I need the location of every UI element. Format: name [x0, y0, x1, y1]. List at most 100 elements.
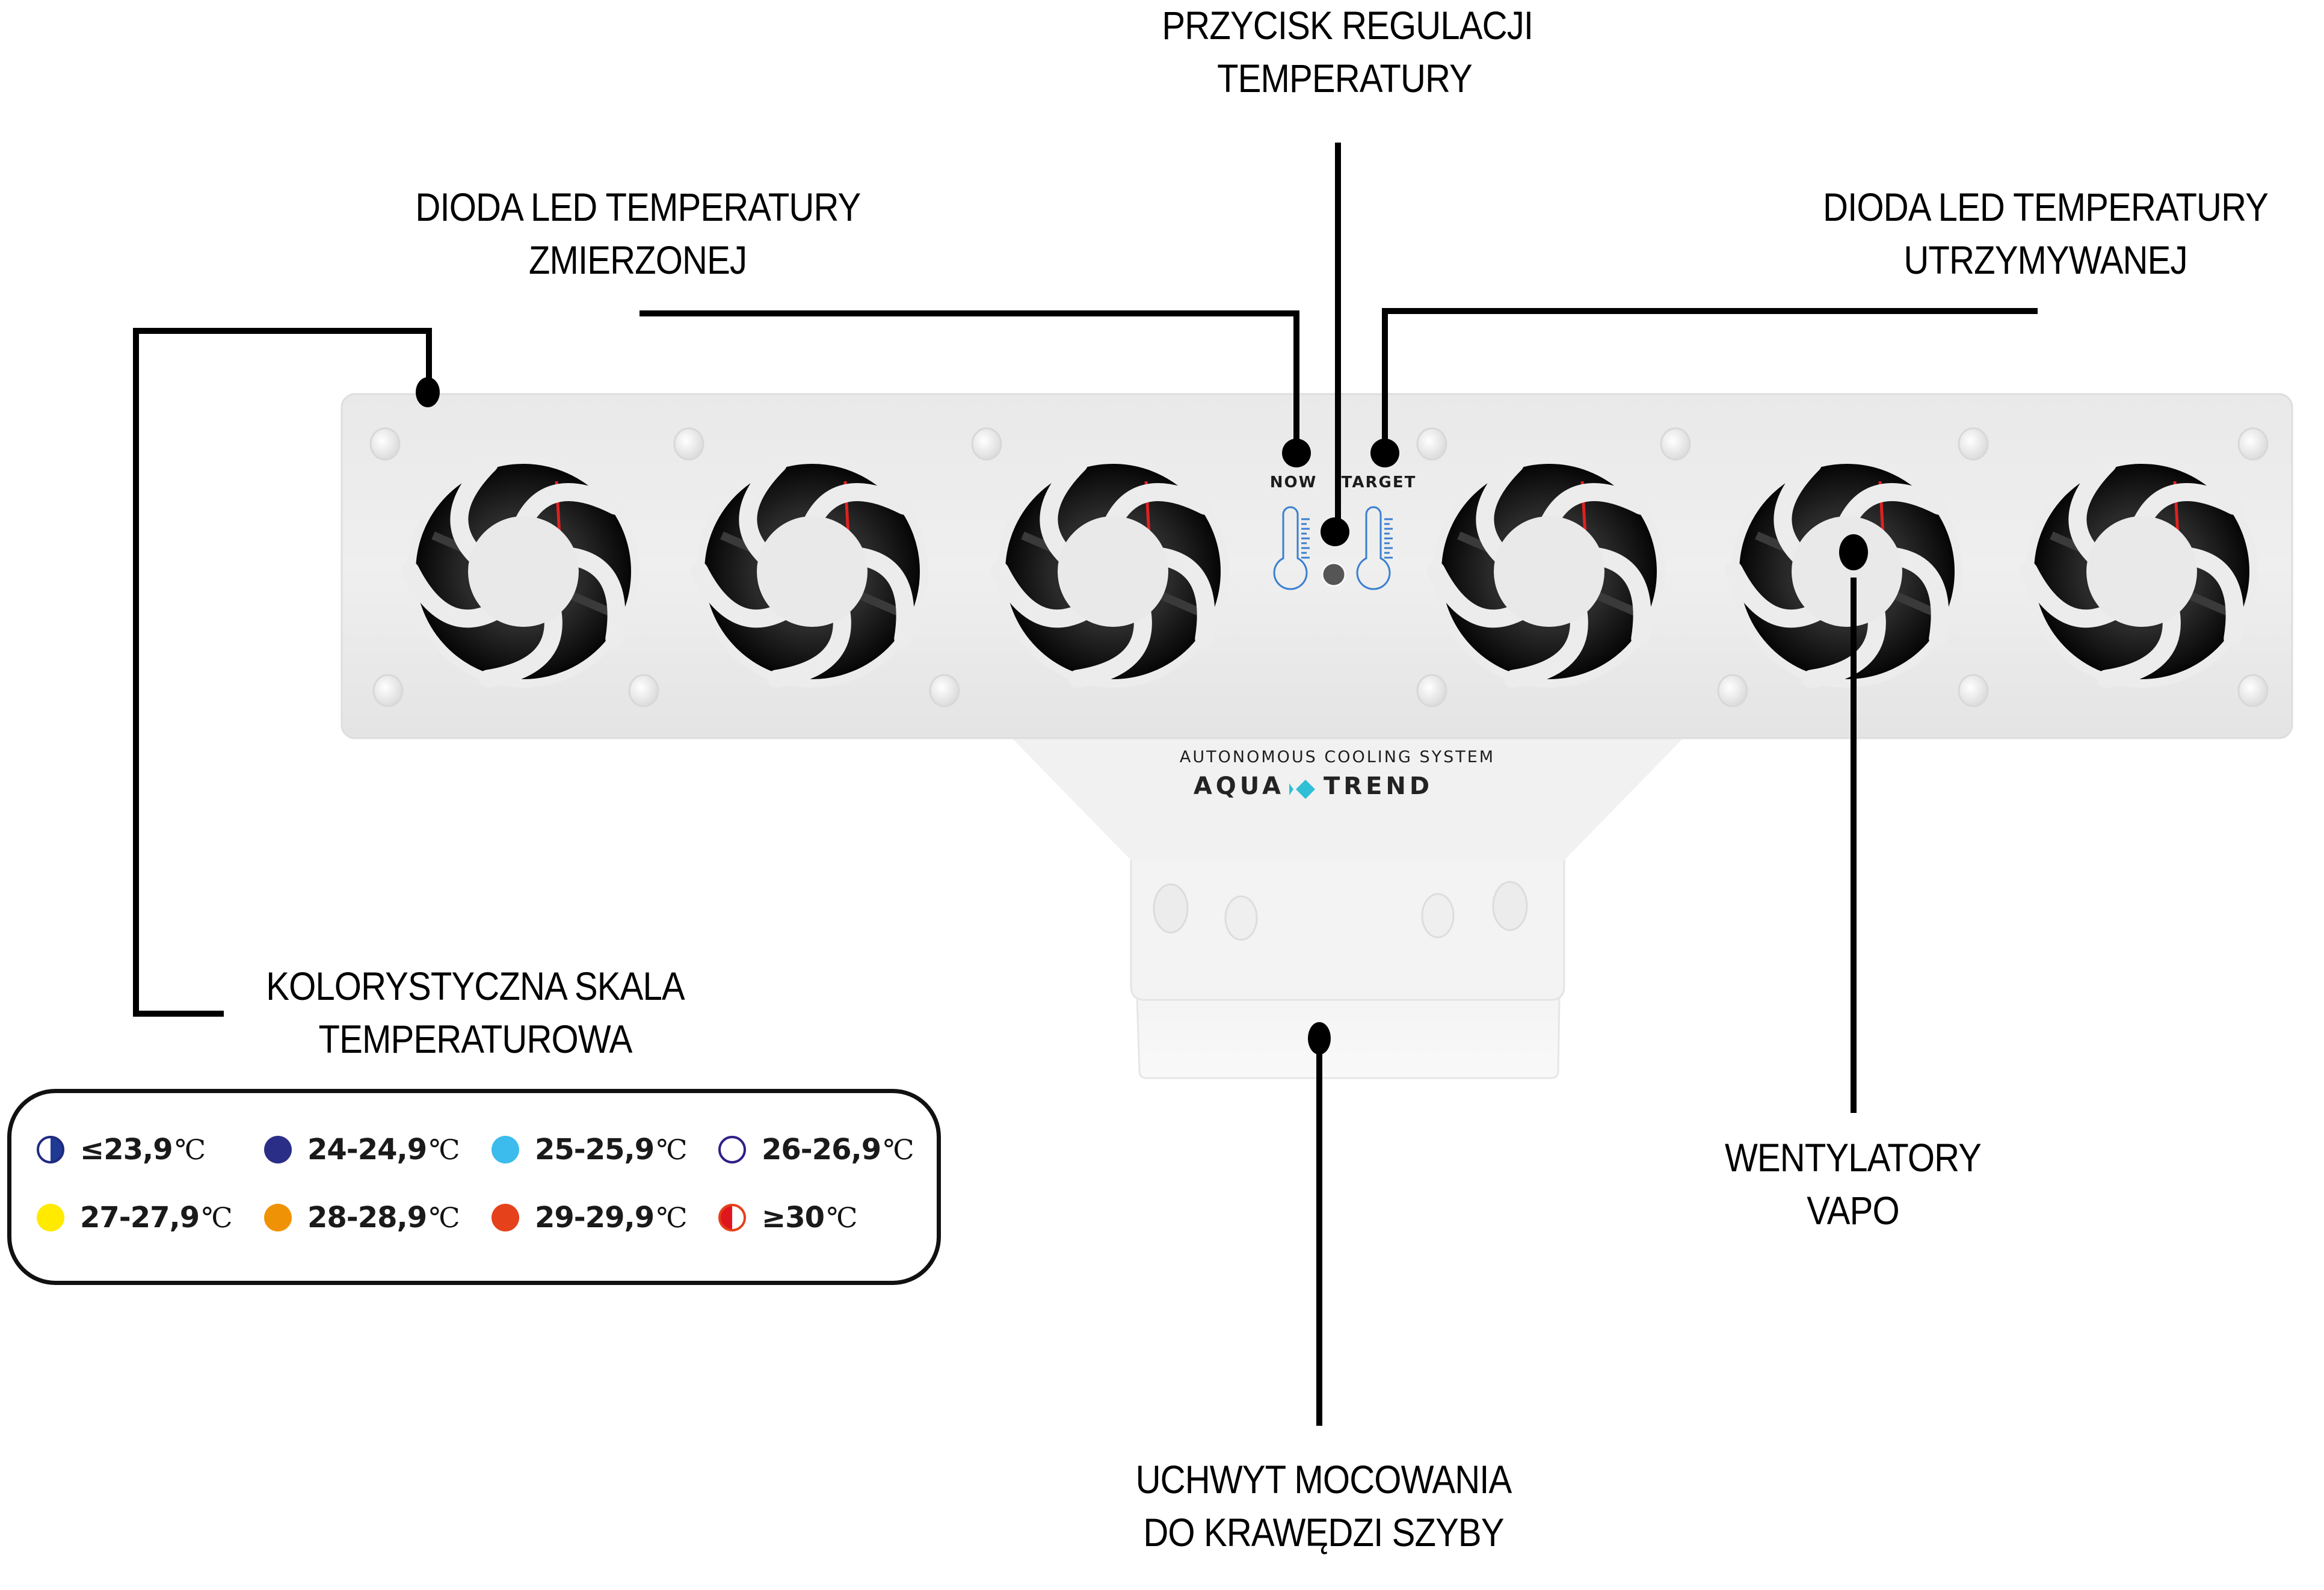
leader-dot: [1370, 439, 1399, 467]
fan-grille-spoke: [478, 602, 563, 688]
mounting-bracket: [1130, 853, 1565, 1079]
leader-led-target: [1382, 308, 2038, 445]
callout-mount-line1: UCHWYT MOCOWANIA: [1135, 1457, 1512, 1502]
panel-peg: [372, 674, 404, 707]
fan-grille-spoke: [1540, 483, 1650, 531]
fan-hub: [2086, 516, 2197, 627]
fan-rim: [1731, 455, 1963, 688]
mount-screw: [1153, 883, 1189, 934]
fan-grille-spoke: [2097, 602, 2181, 688]
fan-grille-spoke: [1476, 454, 1524, 565]
legend-color-swatch-icon: [37, 1136, 64, 1163]
callout-mount: UCHWYT MOCOWANIA DO KRAWĘDZI SZYBY: [1091, 1453, 1556, 1559]
legend-color-swatch-icon: [718, 1136, 746, 1163]
legend-range-label: 24-24,9: [307, 1133, 427, 1166]
panel-pegs: [369, 427, 2269, 707]
legend-color-swatch-icon: [264, 1136, 292, 1163]
now-label: NOW: [1270, 473, 1318, 491]
fan-rim: [2026, 455, 2258, 688]
brand-diamond-icon: [1289, 780, 1315, 799]
legend-color-swatch-icon: [492, 1136, 519, 1163]
panel-peg: [1958, 427, 1989, 461]
fan-grille-spoke: [1427, 561, 1529, 628]
temperature-adjust-button[interactable]: [1321, 562, 1346, 587]
legend-item: 27-27,9℃: [37, 1200, 233, 1236]
fan-rim: [1433, 455, 1665, 688]
fan-hub: [1494, 516, 1604, 627]
fan-grille-spoke: [2179, 547, 2244, 648]
fan-4: [1427, 454, 1665, 688]
panel-peg: [1416, 674, 1447, 707]
legend-range-label: 25-25,9: [535, 1133, 655, 1166]
panel-peg: [971, 427, 1002, 461]
legend-item: ≤23,9℃: [37, 1132, 206, 1168]
panel-peg: [628, 674, 659, 707]
fan-grille-spoke: [849, 547, 914, 648]
legend-item: 24-24,9℃: [264, 1132, 460, 1168]
panel-peg: [369, 427, 401, 461]
fan-grille-spoke: [1774, 454, 1822, 565]
fan-rim: [407, 455, 640, 688]
callout-led-target: DIODA LED TEMPERATURY UTRZYMYWANEJ: [1813, 180, 2278, 286]
callout-mount-line2: DO KRAWĘDZI SZYBY: [1143, 1510, 1504, 1555]
fan-grille-spoke: [1068, 602, 1152, 688]
legend-range-label: ≥30: [762, 1201, 825, 1234]
leader-dot: [1282, 439, 1311, 467]
legend-item: 26-26,9℃: [718, 1132, 914, 1168]
callout-color-scale-line2: TEMPERATUROWA: [318, 1017, 633, 1061]
panel-peg: [1416, 427, 1447, 461]
fan-grille-spoke: [991, 561, 1093, 628]
panel-peg: [1660, 427, 1691, 461]
fan-rim: [997, 455, 1229, 688]
fan-grille-spoke: [1802, 602, 1886, 688]
fan-grille-spoke: [1504, 602, 1588, 688]
legend-item: 25-25,9℃: [492, 1132, 688, 1168]
fan-grille-spoke: [514, 483, 624, 531]
callout-led-target-line1: DIODA LED TEMPERATURY: [1823, 185, 2269, 229]
fan-grille-spoke: [561, 547, 626, 648]
brand-trend: TREND: [1324, 772, 1433, 800]
callout-fans-line1: WENTYLATORY: [1724, 1135, 1982, 1180]
legend-range-label: 26-26,9: [762, 1133, 881, 1166]
panel-peg: [929, 674, 960, 707]
fan-grille-spoke: [2068, 454, 2117, 565]
fan-grille-spoke: [401, 561, 504, 628]
thermometer-target-icon: [1356, 506, 1393, 590]
legend-range-label: 27-27,9: [80, 1201, 200, 1234]
fan-3: [991, 454, 1229, 688]
fan-hub: [1792, 516, 1902, 627]
callout-button-line2: TEMPERATURY: [1217, 56, 1473, 100]
fan-grille-spoke: [1040, 454, 1088, 565]
callout-color-scale-line1: KOLORYSTYCZNA SKALA: [266, 964, 685, 1008]
legend-unit-label: ℃: [429, 1133, 460, 1166]
panel-peg: [1717, 674, 1748, 707]
mount-screw: [1421, 893, 1455, 938]
fan-1: [401, 454, 640, 688]
panel-peg: [2237, 427, 2269, 461]
leader-dot: [1321, 517, 1349, 546]
fan-grille-spoke: [739, 454, 788, 565]
legend-color-swatch-icon: [718, 1204, 746, 1231]
legend-unit-label: ℃: [883, 1133, 914, 1166]
legend-color-swatch-icon: [492, 1204, 519, 1231]
fan-rim: [696, 455, 928, 688]
panel-peg: [1958, 674, 1989, 707]
leader-led-measured: [640, 310, 1299, 445]
panel-peg: [2237, 674, 2269, 707]
legend-unit-label: ℃: [202, 1201, 233, 1234]
legend-unit-label: ℃: [656, 1133, 688, 1166]
fan-hub: [757, 516, 868, 627]
legend-unit-label: ℃: [827, 1201, 858, 1234]
fan-grille-spoke: [450, 454, 499, 565]
control-area: NOW TARGET: [1270, 473, 1415, 590]
legend-color-swatch-icon: [264, 1204, 292, 1231]
panel-peg: [673, 427, 704, 461]
fan-2: [690, 454, 928, 688]
fan-grille-spoke: [2020, 561, 2122, 628]
tagline-text: AUTONOMOUS COOLING SYSTEM: [1180, 748, 1495, 766]
legend-item: ≥30℃: [718, 1200, 857, 1236]
callout-led-target-line2: UTRZYMYWANEJ: [1903, 238, 2187, 282]
legend-unit-label: ℃: [656, 1201, 688, 1234]
